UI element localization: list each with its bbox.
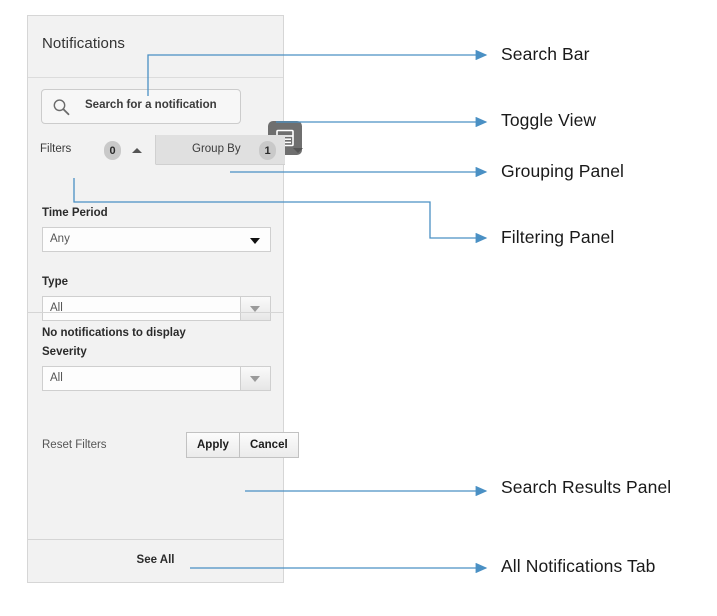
tab-group-by[interactable]: Group By 1 bbox=[156, 135, 303, 165]
time-period-label: Time Period bbox=[42, 207, 108, 219]
chevron-down-icon bbox=[250, 376, 260, 382]
annotation-filtering-panel: Filtering Panel bbox=[501, 227, 615, 247]
filtering-panel: Time Period Any Type All Severity All bbox=[28, 165, 283, 391]
severity-label: Severity bbox=[42, 346, 87, 358]
chevron-down-icon bbox=[250, 306, 260, 312]
tab-filters-badge: 0 bbox=[104, 141, 121, 160]
search-placeholder: Search for a notification bbox=[85, 99, 217, 111]
filter-actions: Apply Cancel bbox=[186, 432, 299, 458]
grouping-panel-tabs: Filters 0 Group By 1 bbox=[28, 135, 303, 165]
apply-button[interactable]: Apply bbox=[186, 432, 240, 458]
see-all-link[interactable]: See All bbox=[136, 554, 175, 566]
all-notifications-tab[interactable]: See All bbox=[28, 539, 283, 582]
reset-filters-link[interactable]: Reset Filters bbox=[42, 439, 107, 451]
annotation-toggle-view: Toggle View bbox=[501, 110, 597, 130]
panel-header: Notifications bbox=[28, 16, 283, 78]
type-label: Type bbox=[42, 276, 68, 288]
type-select[interactable]: All bbox=[42, 296, 271, 321]
tab-group-by-badge: 1 bbox=[259, 141, 276, 160]
search-results-panel: No notifications to display bbox=[28, 312, 283, 403]
severity-value: All bbox=[50, 372, 63, 384]
severity-select[interactable]: All bbox=[42, 366, 271, 391]
severity-select-button[interactable] bbox=[240, 367, 270, 390]
search-icon bbox=[52, 98, 71, 117]
annotation-search-bar: Search Bar bbox=[501, 44, 590, 64]
time-period-value: Any bbox=[50, 233, 70, 245]
type-value: All bbox=[50, 302, 63, 314]
cancel-button[interactable]: Cancel bbox=[239, 432, 299, 458]
chevron-up-icon[interactable] bbox=[132, 148, 142, 153]
annotation-grouping-panel: Grouping Panel bbox=[501, 161, 625, 181]
annotation-search-results-panel: Search Results Panel bbox=[501, 477, 672, 497]
chevron-down-icon[interactable] bbox=[293, 148, 303, 153]
search-bar: Search for a notification bbox=[28, 78, 283, 135]
time-period-select[interactable]: Any bbox=[42, 227, 271, 252]
tab-group-by-label: Group By bbox=[192, 143, 241, 155]
page-title: Notifications bbox=[42, 35, 126, 52]
tab-filters[interactable]: Filters 0 bbox=[28, 135, 156, 165]
empty-state-text: No notifications to display bbox=[42, 327, 186, 339]
annotation-all-notifications-tab: All Notifications Tab bbox=[501, 556, 656, 576]
tab-filters-label: Filters bbox=[40, 143, 72, 155]
search-input[interactable]: Search for a notification bbox=[41, 89, 241, 124]
notifications-panel: Notifications Search for a notification bbox=[27, 15, 303, 583]
chevron-down-icon bbox=[250, 238, 260, 244]
type-select-button[interactable] bbox=[240, 297, 270, 320]
